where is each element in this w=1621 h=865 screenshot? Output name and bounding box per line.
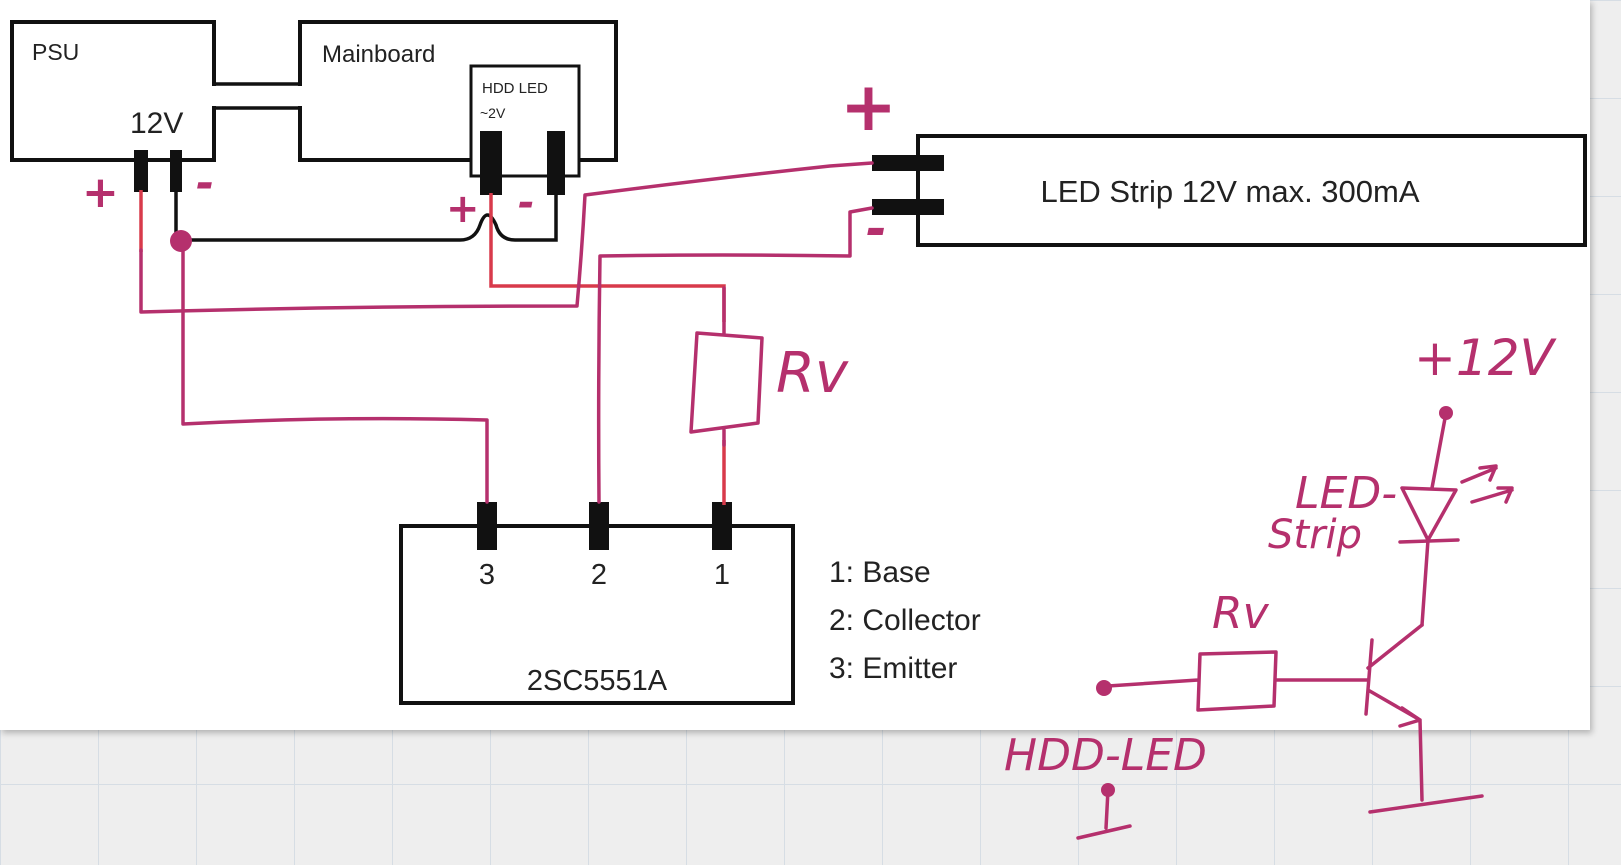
ground-black-wire — [174, 190, 558, 242]
hdd-led-title: HDD LED — [482, 80, 548, 97]
strip-plus-pin — [872, 155, 944, 171]
legend-emitter: 3: Emitter — [829, 652, 957, 685]
led-strip-box — [916, 134, 1587, 247]
psu-minus-pin — [170, 150, 182, 192]
hdd-ground-symbol — [1076, 788, 1132, 840]
transistor-pin-3 — [477, 502, 497, 550]
transistor-symbol — [1364, 623, 1484, 814]
transistor-label: 2SC5551A — [527, 665, 668, 697]
schematic-rv-resistor — [1106, 650, 1370, 712]
legend-collector: 2: Collector — [829, 604, 981, 637]
rv-resistor — [689, 286, 764, 447]
psu-voltage-label: 12V — [130, 107, 183, 140]
legend-base: 1: Base — [829, 556, 931, 589]
transistor-pin-2 — [589, 502, 609, 550]
psu-plus-pin — [134, 150, 148, 192]
schematic-hdd-label: HDD-LED — [1004, 730, 1207, 781]
psu-minus-mark: - — [196, 158, 214, 209]
led-emission-arrows — [1460, 464, 1514, 504]
transistor-pin-1 — [712, 502, 732, 550]
psu-box — [10, 20, 216, 162]
hdd-plus-mark: + — [446, 186, 480, 232]
strip-plus-mark: + — [840, 68, 897, 147]
led-strip-label: LED Strip 12V max. 300mA — [1040, 174, 1419, 209]
strip-minus-mark: - — [866, 200, 887, 258]
hdd-minus-mark: - — [518, 180, 535, 226]
hdd-led-voltage: ~2V — [480, 105, 506, 121]
hdd-input-dot — [1096, 680, 1112, 696]
schematic-led-label: LED- — [1295, 468, 1397, 519]
ground-junction-dot — [170, 230, 192, 252]
connector-bridge-outline — [212, 82, 302, 110]
schematic-strip-label: Strip — [1268, 512, 1362, 558]
rv-label: Rv — [776, 341, 849, 406]
transistor-pin-label: 3 — [479, 559, 495, 591]
mainboard-label: Mainboard — [322, 41, 435, 68]
psu-plus-to-strip-wire — [139, 161, 874, 314]
psu-label: PSU — [32, 39, 79, 65]
schematic-supply-label: +12V — [1414, 329, 1558, 387]
hdd-minus-pin — [547, 131, 565, 195]
transistor-pin-label: 2 — [591, 559, 607, 591]
led-diode-symbol — [1398, 486, 1460, 627]
connector-bridge — [210, 86, 304, 106]
psu-plus-mark: + — [82, 167, 119, 218]
collector-to-strip-minus-wire — [596, 206, 874, 504]
hdd-plus-pin — [480, 131, 502, 195]
schematic-rv-label: Rv — [1212, 588, 1270, 639]
ground-to-emitter-wire — [181, 243, 489, 504]
transistor-pin-label: 1 — [714, 559, 730, 591]
strip-minus-pin — [872, 199, 944, 215]
supply-wire — [1430, 411, 1448, 490]
transistor-box — [399, 524, 795, 705]
